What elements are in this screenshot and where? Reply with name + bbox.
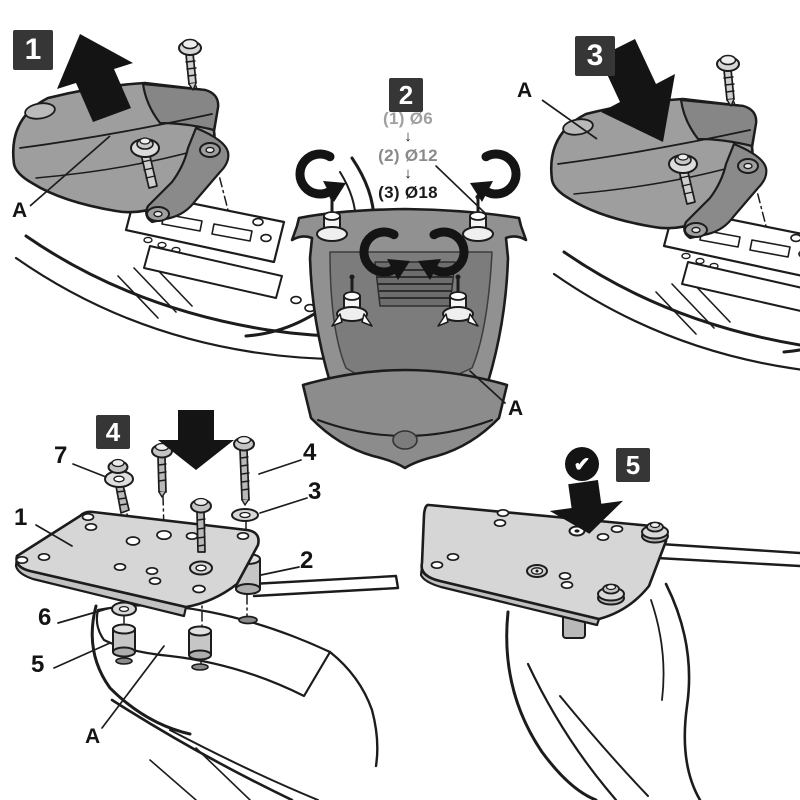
drill-step-3: (3)Ø18 xyxy=(340,182,476,203)
part-callout-3: 3 xyxy=(308,478,322,505)
drill-step-2: (2)Ø12 xyxy=(340,145,476,166)
step2-illustration xyxy=(290,154,528,470)
part-callout-6: 6 xyxy=(38,604,52,631)
drill-step-3-seq: (3) xyxy=(378,183,400,202)
part-callout-2: 2 xyxy=(300,547,314,574)
step1-remove-arrow xyxy=(57,34,133,122)
step3-install-arrow xyxy=(599,39,675,142)
step5-badge: 5 xyxy=(616,448,650,482)
step1-illustration xyxy=(11,34,430,361)
step3-cowl-on-rack xyxy=(549,54,800,377)
step4-mounting-plate xyxy=(15,510,260,609)
step2-callout-a-leader xyxy=(469,370,506,404)
callout-a-step4: A xyxy=(85,725,101,748)
callout-a-step1: A xyxy=(12,199,28,222)
ok-check-icon: ✔ xyxy=(565,447,599,481)
drill-step-2-seq: (2) xyxy=(378,146,400,165)
step3-badge: 3 xyxy=(575,36,615,76)
step3-illustration xyxy=(541,39,800,377)
drill-step-2-diameter: Ø12 xyxy=(404,146,438,165)
down-arrow-icon: ↓ xyxy=(404,165,412,183)
step4-illustration xyxy=(14,410,400,800)
step4-callout-leaders xyxy=(35,459,308,729)
callout-a-step3: A xyxy=(517,79,533,102)
part-callout-5: 5 xyxy=(31,651,45,678)
step4-badge: 4 xyxy=(96,415,130,449)
drill-step-1-seq: (1) xyxy=(383,109,405,128)
step3-callout-a-leader xyxy=(541,99,598,140)
step2-lower-lip xyxy=(301,368,509,470)
step5-mounted-plate xyxy=(420,503,668,621)
step4-press-arrow xyxy=(158,410,234,470)
step2-badge: 2 xyxy=(389,78,423,112)
part-callout-7: 7 xyxy=(54,442,68,469)
part-callout-4: 4 xyxy=(303,439,317,466)
step1-callout-a-leader xyxy=(29,135,111,207)
step4-bodywork-surface xyxy=(95,604,332,698)
drill-step-1-diameter: Ø6 xyxy=(409,109,433,128)
part-callout-1: 1 xyxy=(14,504,28,531)
callout-a-step2: A xyxy=(508,397,524,420)
drill-sequence: (1)Ø6 ↓ (2)Ø12 ↓ (3)Ø18 xyxy=(340,108,476,203)
drill-step-1: (1)Ø6 xyxy=(340,108,476,129)
down-arrow-icon: ↓ xyxy=(404,128,412,146)
step1-badge: 1 xyxy=(13,30,53,70)
step5-illustration xyxy=(419,480,800,800)
step5-press-arrow xyxy=(549,480,624,534)
drill-step-3-diameter: Ø18 xyxy=(404,183,438,202)
